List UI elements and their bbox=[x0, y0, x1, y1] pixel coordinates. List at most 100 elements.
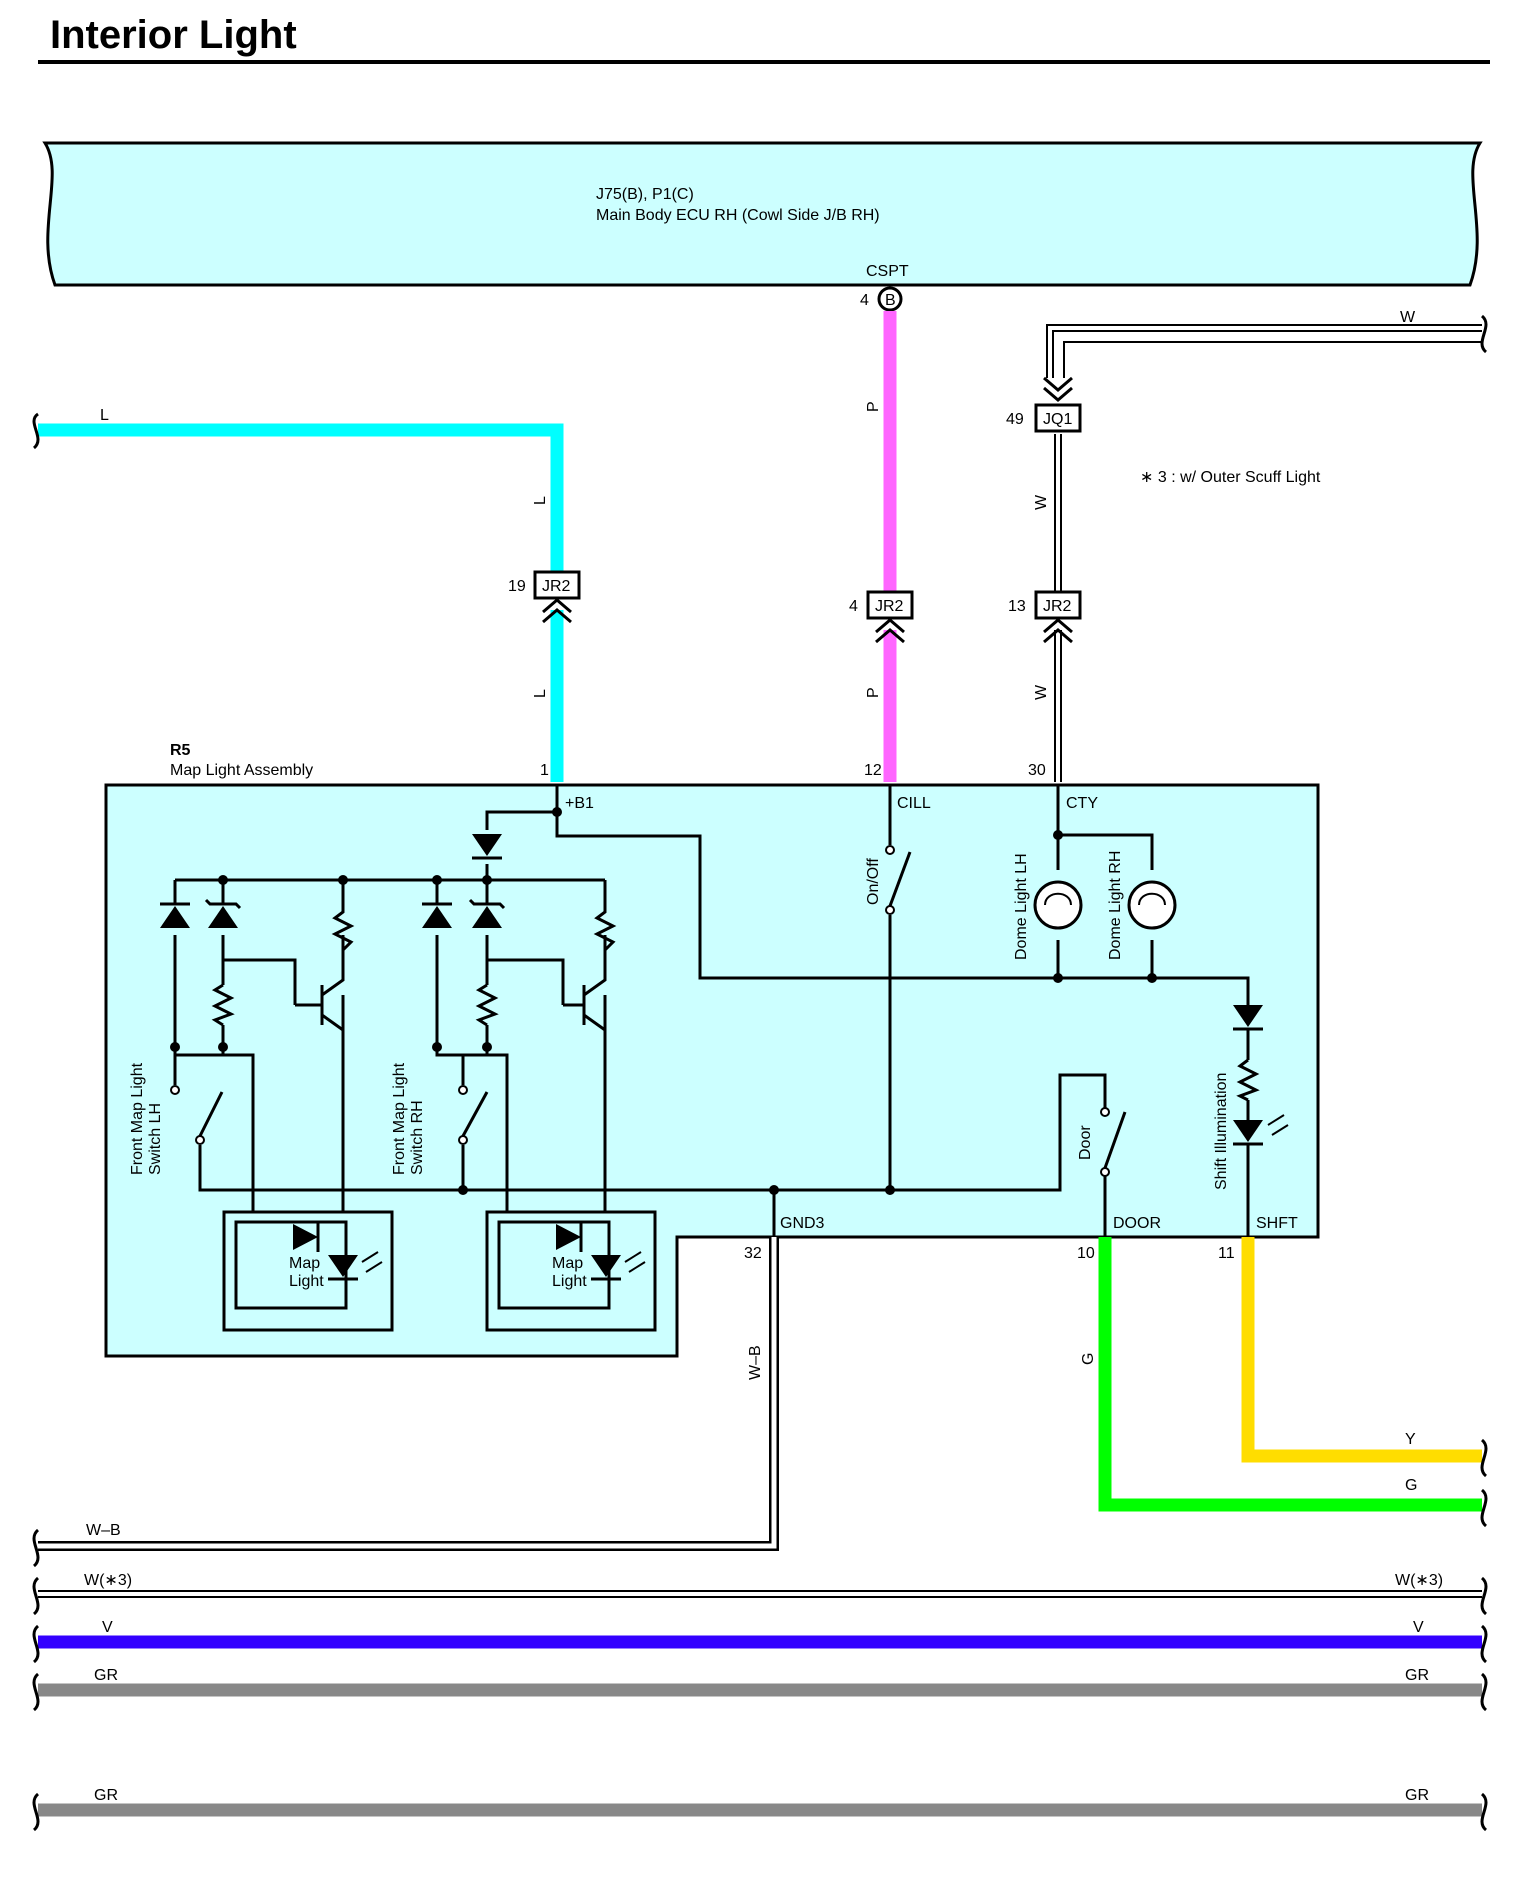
junction-dot bbox=[552, 807, 562, 817]
map-light-lh-label-1: Map bbox=[289, 1255, 320, 1272]
switch-door-contact-2 bbox=[1100, 1167, 1110, 1177]
lh-transistor-base bbox=[223, 958, 297, 1005]
map-light-lh-box bbox=[222, 1210, 394, 1332]
jr2-l-box bbox=[533, 570, 581, 600]
resistor-shift bbox=[1236, 1058, 1260, 1102]
shift-led-triangle bbox=[1233, 1120, 1263, 1142]
switch-onoff-contact-2 bbox=[885, 905, 895, 915]
zener-rh-bar bbox=[468, 898, 506, 910]
label-door-switch: Door bbox=[1077, 1125, 1094, 1160]
wire-w3-label-left: W(∗3) bbox=[84, 1572, 132, 1589]
wire-y-break bbox=[1480, 1438, 1488, 1478]
map-light-lh-diode bbox=[293, 1224, 318, 1250]
connector-jr2-w: JR2 13 bbox=[1008, 590, 1082, 644]
pin-cty: 30 bbox=[1028, 762, 1046, 779]
transistor-rh-collector bbox=[583, 950, 607, 997]
jr2-p-code: JR2 bbox=[875, 598, 904, 615]
connector-jr2-p: JR2 4 bbox=[849, 590, 914, 644]
ecu-terminal-cspt: CSPT bbox=[866, 263, 909, 280]
wire-wb-break bbox=[32, 1528, 40, 1568]
wire-gr-1-break-left bbox=[32, 1672, 40, 1712]
jr2-p-box bbox=[866, 590, 914, 620]
wire-v: V V bbox=[32, 1619, 1488, 1664]
terminal-cty: CTY bbox=[1066, 795, 1098, 812]
wire-gr-2: GR GR bbox=[32, 1787, 1488, 1832]
ecu-box bbox=[42, 141, 1483, 287]
junction-dot bbox=[885, 1185, 895, 1195]
wire-l-break bbox=[32, 412, 40, 450]
switch-rh-contact-1 bbox=[458, 1085, 468, 1095]
map-light-rh-diode bbox=[556, 1224, 581, 1250]
switch-lh-blade bbox=[198, 1091, 224, 1137]
map-light-assembly: R5 Map Light Assembly 1 12 30 32 10 11 +… bbox=[104, 742, 1320, 1358]
dome-light-lh-bulb bbox=[1033, 880, 1083, 930]
wire-wb: W–B W–B bbox=[32, 1237, 779, 1568]
wire-l-upper bbox=[38, 423, 564, 572]
label-shift-illumination: Shift Illumination bbox=[1213, 1073, 1230, 1190]
switch-door-blade bbox=[1103, 1111, 1127, 1169]
diode-shift bbox=[1233, 1005, 1263, 1027]
wire-w-label-low: W bbox=[1033, 684, 1050, 700]
wire-p: P P bbox=[865, 311, 897, 782]
wire-gr-1-break-right bbox=[1480, 1672, 1488, 1712]
diode-b1 bbox=[472, 834, 502, 856]
map-light-lh-rays bbox=[361, 1251, 383, 1273]
jr2-w-code: JR2 bbox=[1043, 598, 1072, 615]
terminal-shft: SHFT bbox=[1256, 1215, 1298, 1232]
wire-g-label-vertical: G bbox=[1080, 1353, 1097, 1365]
pin-gnd3: 32 bbox=[744, 1245, 762, 1262]
wire-v-break-right bbox=[1480, 1624, 1488, 1664]
switch-rh-blade bbox=[461, 1091, 489, 1137]
map-light-lh-led bbox=[328, 1255, 358, 1277]
wire-g-break bbox=[1480, 1488, 1488, 1528]
ecu-pin-marker: B bbox=[885, 292, 896, 309]
wire-w-top-outer bbox=[1046, 324, 1482, 378]
jr2-p-pin: 4 bbox=[849, 598, 858, 615]
assembly-box bbox=[104, 783, 1320, 1358]
wire-gr-1-label-right: GR bbox=[1405, 1667, 1429, 1684]
junction-dot bbox=[338, 875, 348, 885]
map-light-rh-box bbox=[485, 1210, 657, 1332]
junction-dot bbox=[1147, 973, 1157, 983]
jq1-code: JQ1 bbox=[1043, 411, 1072, 428]
wire-p-label-lower: P bbox=[865, 687, 882, 698]
dome-light-rh-bulb bbox=[1127, 880, 1177, 930]
wire-gr-1-label-left: GR bbox=[94, 1667, 118, 1684]
wire-p-label-upper: P bbox=[865, 401, 882, 412]
jq1-pin: 49 bbox=[1006, 411, 1024, 428]
dome-rh-line bbox=[1058, 833, 1154, 978]
dome-lights bbox=[1033, 880, 1177, 930]
transistor-lh-emitter bbox=[321, 1013, 344, 1032]
terminal-cill: CILL bbox=[897, 795, 931, 812]
wire-w-top-inner bbox=[1048, 326, 1482, 378]
dome-light-rh-filament bbox=[1138, 892, 1166, 906]
junction-dot bbox=[769, 1185, 779, 1195]
junction-dot bbox=[218, 1042, 228, 1052]
junction-dot bbox=[218, 875, 228, 885]
wire-l: L L L bbox=[32, 407, 564, 782]
jr2-l-code: JR2 bbox=[542, 578, 571, 595]
map-light-rh-label-1: Map bbox=[552, 1255, 583, 1272]
wire-w-label-mid: W bbox=[1033, 494, 1050, 510]
switch-rh-contact-2 bbox=[458, 1135, 468, 1145]
wire-g: G G bbox=[1080, 1237, 1488, 1528]
wire-w3-label-right: W(∗3) bbox=[1395, 1572, 1443, 1589]
label-dome-rh: Dome Light RH bbox=[1107, 851, 1124, 960]
wire-l-label: L bbox=[100, 407, 109, 424]
ecu-pin-number: 4 bbox=[860, 292, 869, 309]
junction-dot bbox=[482, 875, 492, 885]
wire-w-break bbox=[1480, 314, 1488, 354]
zener-rh bbox=[472, 906, 502, 928]
jr2-p-chevron-2 bbox=[875, 628, 905, 644]
label-on-off: On/Off bbox=[865, 858, 882, 905]
transistor-rh-emitter bbox=[583, 1013, 606, 1032]
wire-l-label-lower: L bbox=[532, 689, 549, 698]
resistor-rh-base bbox=[475, 983, 499, 1027]
terminal-b1: +B1 bbox=[565, 795, 594, 812]
shift-led-rays bbox=[1267, 1114, 1289, 1136]
junction-dot bbox=[1053, 973, 1063, 983]
jr2-w-chevron-1 bbox=[1043, 618, 1073, 634]
wire-gr-2-break-left bbox=[32, 1792, 40, 1832]
jq1-chevron-1 bbox=[1043, 376, 1073, 392]
diodes bbox=[160, 834, 1263, 1031]
